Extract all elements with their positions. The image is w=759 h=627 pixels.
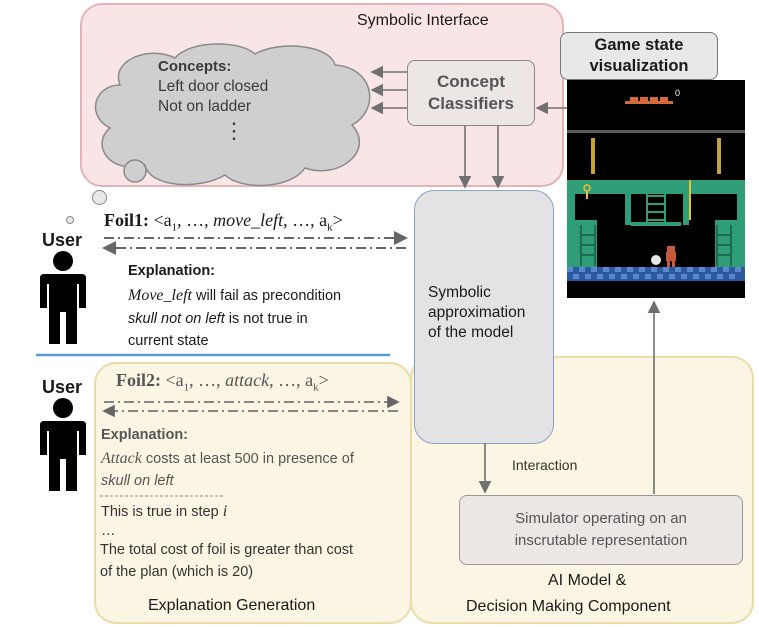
game-state-title-box: Game state visualization [560,32,718,80]
explanation1-line2-rest: is not true in [224,311,308,327]
symbolic-approximation-box [414,190,554,444]
game-screen: 0 [567,80,745,298]
symbolic-approx-line-1: Symbolic [428,284,491,301]
foil2-mid2: , …, a [269,370,314,390]
foil2-open: <a [165,370,184,390]
explanation2-line1-rest: costs at least 500 in presence of [141,451,354,467]
concepts-more: ⋮ [223,118,245,143]
explanation2-line3-text: This is true in step [101,504,223,520]
user-label-1: User [42,230,83,250]
explanation1-action: Move_left [128,287,192,304]
explanation2-italic: skull on left [101,473,174,489]
ai-model-line-2: Decision Making Component [466,598,671,615]
explanation2-line-1: Attack costs at least 500 in presence of [101,449,354,469]
symbolic-interface-title: Symbolic Interface [357,12,489,29]
foil2-mid: , …, [189,370,226,390]
explanation2-action: Attack [101,450,142,467]
foil1-action: move_left [213,210,284,230]
foil2-subk: k [313,381,319,394]
foil2-sub1: 1 [183,381,190,394]
explanation2-heading: Explanation: [101,427,189,443]
explanation-generation-label: Explanation Generation [148,597,316,614]
symbolic-approx-line-2: approximation [428,304,526,321]
concept-item-2: Not on ladder [158,98,252,115]
thought-bubble-medium [92,190,107,205]
explanation1-line-3: current state [128,333,209,349]
thought-bubble-small [66,216,74,224]
foil1-subk: k [327,221,333,234]
game-state-line-2: visualization [589,57,689,75]
concept-classifiers-box: Concept Classifiers [407,60,535,126]
foil2-close: > [318,370,329,390]
explanation1-italic: skull not on left [128,311,225,327]
concept-item-1: Left door closed [158,78,269,95]
explanation1-line-2: skull not on left is not true in [128,309,308,329]
foil2-text: Foil2: <a1, …, attack, …, ak> [116,370,329,394]
classifiers-line-1: Concept [437,72,505,91]
explanation2-line-2: skull on left [101,471,174,491]
game-state-line-1: Game state [594,36,684,54]
simulator-line-1: Simulator operating on an [515,510,687,527]
interaction-label: Interaction [512,457,578,473]
explanation2-line-5: of the plan (which is 20) [100,564,254,580]
explanation2-step-var: i [222,503,228,520]
explanation2-line-4: The total cost of foil is greater than c… [100,542,354,558]
foil2-action: attack [225,370,270,390]
explanation2-line-3: This is true in step i [101,502,227,522]
user-label-2: User [42,377,83,397]
concepts-heading: Concepts: [158,58,232,75]
simulator-box: Simulator operating on an inscrutable re… [459,495,743,565]
foil1-mid2: , …, a [283,210,328,230]
foil1-open: <a [153,210,172,230]
explanation1-line-1: Move_left will fail as precondition [128,286,341,306]
foil2-prefix: Foil2: [116,370,161,390]
symbolic-approx-line-3: of the model [428,324,514,341]
foil1-close: > [332,210,343,230]
explanation1-line1-rest: will fail as precondition [191,288,342,304]
foil1-prefix: Foil1: [104,210,149,230]
foil1-mid: , …, [177,210,214,230]
explanation-generation-region [94,362,412,624]
simulator-line-2: inscrutable representation [514,532,688,549]
user-icon-1 [40,251,86,344]
score-text: 0 [675,88,680,98]
thought-cloud [94,43,371,187]
ai-model-line-1: AI Model & [548,572,627,589]
classifiers-line-2: Classifiers [428,94,514,113]
explanation1-heading: Explanation: [128,263,216,279]
foil1-text: Foil1: <a1, …, move_left, …, ak> [104,210,343,234]
foil1-sub1: 1 [171,221,178,234]
explanation2-ellipsis: … [101,523,116,539]
user-icon-2 [40,398,86,491]
